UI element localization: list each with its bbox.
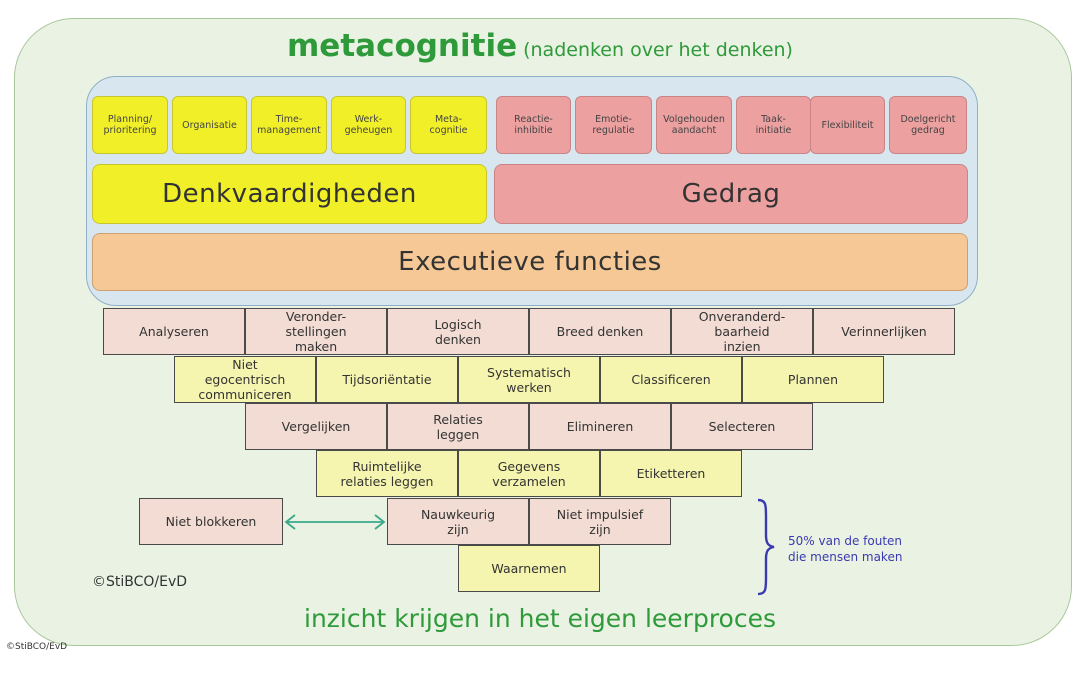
niet-blokkeren-box: Niet blokkeren [139, 498, 283, 545]
double-arrow-icon [284, 514, 386, 530]
brick-logisch-denken: Logisch denken [387, 308, 529, 355]
skill-taak-initiatie: Taak- initiatie [736, 96, 811, 154]
brick-niet-impulsief-zijn: Niet impulsief zijn [529, 498, 671, 545]
brick-classificeren: Classificeren [600, 356, 742, 403]
brick-plannen: Plannen [742, 356, 884, 403]
brick-gegevens-verzamelen: Gegevens verzamelen [458, 450, 600, 497]
brick-relaties-leggen: Relaties leggen [387, 403, 529, 450]
brick-systematisch-werken: Systematisch werken [458, 356, 600, 403]
bottom-caption: inzicht krijgen in het eigen leerproces [304, 604, 776, 633]
skill-planning-prioritering: Planning/ prioritering [92, 96, 168, 154]
brick-breed-denken: Breed denken [529, 308, 671, 355]
denkvaardigheden-box: Denkvaardigheden [92, 164, 487, 224]
brick-etiketteren: Etiketteren [600, 450, 742, 497]
gedrag-box: Gedrag [494, 164, 968, 224]
brick-nauwkeurig-zijn: Nauwkeurig zijn [387, 498, 529, 545]
title-sub: (nadenken over het denken) [523, 39, 793, 61]
skill-metacognitie: Meta- cognitie [410, 96, 487, 154]
brick-verinnerlijken: Verinnerlijken [813, 308, 955, 355]
curly-brace-icon [757, 498, 775, 596]
skill-organisatie: Organisatie [172, 96, 247, 154]
brick-niet-egocentrisch-communiceren: Niet egocentrisch communiceren [174, 356, 316, 403]
copyright-outer: ©StiBCO/EvD [6, 642, 68, 652]
brick-waarnemen: Waarnemen [458, 545, 600, 592]
brick-vergelijken: Vergelijken [245, 403, 387, 450]
skill-emotie-regulatie: Emotie- regulatie [575, 96, 652, 154]
skill-time-management: Time- management [251, 96, 327, 154]
executieve-functies-bar: Executieve functies [92, 233, 968, 291]
brick-analyseren: Analyseren [103, 308, 245, 355]
skill-volgehouden-aandacht: Volgehouden aandacht [656, 96, 732, 154]
title-main: metacognitie [287, 28, 518, 64]
diagram-title: metacognitie(nadenken over het denken) [0, 28, 1080, 64]
brick-onveranderbaarheid-inzien: Onveranderd- baarheid inzien [671, 308, 813, 355]
brick-elimineren: Elimineren [529, 403, 671, 450]
skill-flexibiliteit: Flexibiliteit [810, 96, 885, 154]
brick-selecteren: Selecteren [671, 403, 813, 450]
skill-reactie-inhibitie: Reactie- inhibitie [496, 96, 571, 154]
errors-note: 50% van de fouten die mensen maken [788, 534, 903, 564]
copyright-inner: ©StiBCO/EvD [92, 574, 188, 590]
brick-tijdsorientatie: Tijdsoriëntatie [316, 356, 458, 403]
skill-werkgeheugen: Werk- geheugen [331, 96, 406, 154]
brick-ruimtelijke-relaties-leggen: Ruimtelijke relaties leggen [316, 450, 458, 497]
skill-doelgericht-gedrag: Doelgericht gedrag [889, 96, 967, 154]
brick-veronderstellingen-maken: Veronder- stellingen maken [245, 308, 387, 355]
